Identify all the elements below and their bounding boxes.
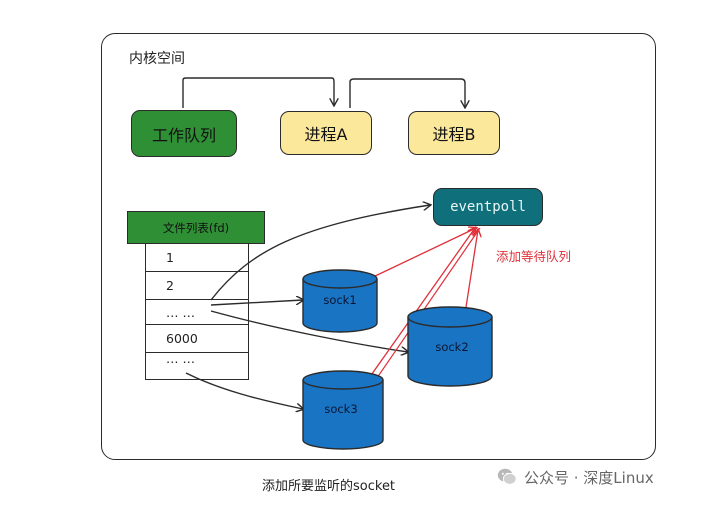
- fd-row: … …: [146, 349, 248, 367]
- fd-value: 6000: [166, 331, 198, 346]
- process-a-box: 进程A: [280, 111, 372, 155]
- arrow-fd-to-sock1: [210, 300, 303, 306]
- watermark: 公众号 · 深度Linux: [496, 466, 654, 488]
- fd-row: 6000: [146, 325, 248, 353]
- arrow-work-queue-to-process-a: [182, 77, 334, 108]
- process-b-box: 进程B: [408, 111, 500, 155]
- eventpoll-box: eventpoll: [433, 188, 543, 226]
- arrow-fd-to-eventpoll: [210, 205, 430, 301]
- work-queue-box: 工作队列: [131, 110, 237, 157]
- fd-value: 1: [166, 250, 174, 265]
- fd-row: … …: [146, 300, 248, 325]
- arrow-fd-to-sock3: [185, 372, 303, 409]
- fd-value: 2: [166, 278, 174, 293]
- fd-value: … …: [166, 304, 195, 320]
- sock2-cylinder: sock2: [407, 306, 493, 387]
- process-a-label: 进程A: [304, 125, 348, 144]
- sock1-cylinder: sock1: [302, 269, 378, 333]
- fd-value: … …: [166, 350, 195, 366]
- wait-queue-note: 添加等待队列: [496, 249, 572, 264]
- eventpoll-label: eventpoll: [450, 199, 526, 215]
- figure-caption: 添加所要监听的socket: [262, 479, 396, 494]
- sock2-label: sock2: [435, 340, 468, 354]
- fd-table-header-label: 文件列表(fd): [162, 220, 230, 235]
- kernel-space-frame: [101, 33, 656, 460]
- fd-row: 2: [146, 272, 248, 300]
- arrow-process-a-to-process-b: [349, 78, 465, 108]
- sock3-cylinder: sock3: [302, 370, 384, 450]
- process-b-label: 进程B: [432, 125, 476, 144]
- kernel-space-title: 内核空间: [129, 51, 185, 67]
- fd-row: 1: [146, 244, 248, 272]
- watermark-text: 公众号 · 深度Linux: [524, 468, 654, 487]
- sock3-label: sock3: [324, 402, 357, 416]
- wechat-icon: [497, 468, 517, 485]
- sock1-label: sock1: [323, 293, 356, 307]
- fd-table: 1 2 … … 6000 … …: [145, 244, 249, 380]
- work-queue-label: 工作队列: [151, 125, 216, 145]
- fd-table-header: 文件列表(fd): [127, 211, 265, 244]
